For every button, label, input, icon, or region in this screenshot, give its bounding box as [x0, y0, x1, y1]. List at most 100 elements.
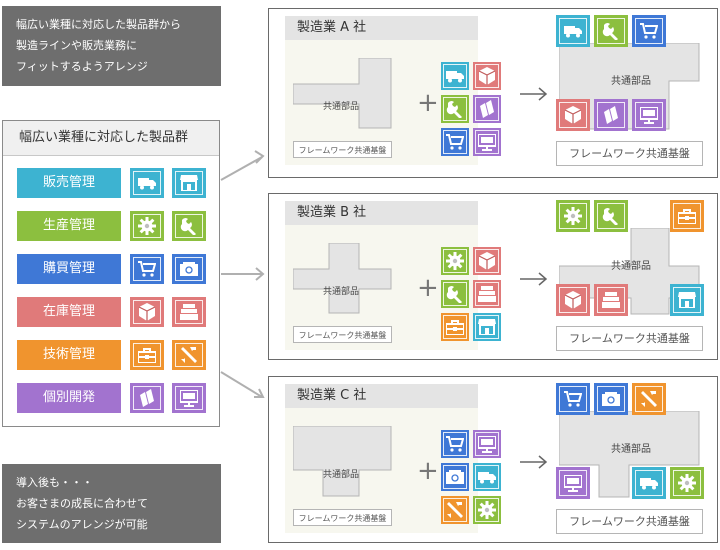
common-parts-label: 共通部品 — [323, 287, 360, 297]
gear-icon — [441, 247, 469, 275]
truck-icon — [441, 62, 469, 90]
common-parts-label: 共通部品 — [323, 102, 360, 112]
truck-icon — [556, 15, 590, 47]
wrench-icon — [172, 211, 206, 241]
register-icon — [594, 383, 628, 415]
note-bottom-line-3: システムのアレンジが可能 — [16, 518, 148, 531]
catalog-item-label: 販売管理 — [17, 168, 121, 198]
common-parts-label-large: 共通部品 — [611, 76, 651, 87]
arrow-right-icon — [520, 455, 548, 469]
tools-icon — [441, 496, 469, 524]
cart-icon — [130, 254, 164, 284]
company-result-panel: 共通部品フレームワーク共通基盤 — [556, 383, 706, 534]
note-bottom-line-2: お客さまの成長に合わせて — [16, 497, 148, 510]
common-parts-shape — [293, 58, 392, 129]
monitor-icon — [632, 99, 666, 131]
cart-icon — [632, 15, 666, 47]
framework-base-small: フレームワーク共通基盤 — [293, 509, 392, 526]
files-icon — [130, 383, 164, 413]
box-icon — [130, 297, 164, 327]
arrow-right-icon — [520, 87, 548, 101]
wrench-icon — [441, 95, 469, 123]
framework-base-small: フレームワーク共通基盤 — [293, 326, 392, 343]
note-bottom: 導入後も・・・ お客さまの成長に合わせて システムのアレンジが可能 — [2, 464, 221, 543]
box-icon — [473, 247, 501, 275]
note-top-line-2: 製造ラインや販売業務に — [16, 39, 137, 52]
framework-base-large: フレームワーク共通基盤 — [556, 141, 703, 166]
company-b-box: 製造業 B 社共通部品フレームワーク共通基盤+共通部品フレームワーク共通基盤 — [268, 193, 718, 360]
wrench-icon — [594, 200, 628, 232]
cart-icon — [441, 430, 469, 458]
shop-icon — [473, 313, 501, 341]
arrow-right-icon — [520, 272, 548, 286]
tools-icon — [632, 383, 666, 415]
files-icon — [594, 99, 628, 131]
framework-base-small: フレームワーク共通基盤 — [293, 141, 392, 158]
catalog-item-label: 在庫管理 — [17, 297, 121, 327]
note-top-line-1: 幅広い業種に対応した製品群から — [16, 18, 181, 31]
wrench-icon — [594, 15, 628, 47]
framework-base-large: フレームワーク共通基盤 — [556, 509, 703, 534]
company-title: 製造業 C 社 — [285, 384, 478, 408]
shop-icon — [670, 284, 704, 316]
gear-icon — [130, 211, 164, 241]
gear-icon — [556, 200, 590, 232]
arrow-to-a — [220, 156, 263, 181]
company-c-box: 製造業 C 社共通部品フレームワーク共通基盤+共通部品フレームワーク共通基盤 — [268, 376, 718, 543]
company-current-panel: 製造業 C 社共通部品フレームワーク共通基盤 + — [285, 384, 501, 533]
monitor-icon — [172, 383, 206, 413]
note-top: 幅広い業種に対応した製品群から 製造ラインや販売業務に フィットするようアレンジ — [2, 6, 221, 86]
common-parts-shape-large — [559, 411, 700, 498]
common-parts-label: 共通部品 — [323, 470, 360, 480]
company-title: 製造業 B 社 — [285, 201, 478, 225]
product-catalog: 幅広い業種に対応した製品群 販売管理生産管理購買管理在庫管理技術管理個別開発 — [2, 120, 220, 427]
files-icon — [473, 95, 501, 123]
catalog-item-label: 個別開発 — [17, 383, 121, 413]
monitor-icon — [473, 128, 501, 156]
register-icon — [172, 254, 206, 284]
arrow-to-c — [220, 371, 263, 398]
toolbox-icon — [670, 200, 704, 232]
gear-icon — [473, 496, 501, 524]
truck-icon — [473, 463, 501, 491]
company-a-box: 製造業 A 社共通部品フレームワーク共通基盤+共通部品フレームワーク共通基盤 — [268, 8, 718, 178]
company-result-panel: 共通部品フレームワーク共通基盤 — [556, 15, 706, 166]
wrench-icon — [441, 280, 469, 308]
note-top-line-3: フィットするようアレンジ — [16, 60, 148, 73]
catalog-item-label: 生産管理 — [17, 211, 121, 241]
company-current-panel: 製造業 A 社共通部品フレームワーク共通基盤 + — [285, 16, 501, 165]
common-parts-label-large: 共通部品 — [611, 444, 651, 455]
gear-icon — [670, 467, 704, 499]
storage-icon — [172, 297, 206, 327]
catalog-item-label: 購買管理 — [17, 254, 121, 284]
plus-sign: + — [417, 88, 439, 118]
common-parts-shape — [293, 243, 392, 314]
box-icon — [556, 284, 590, 316]
note-bottom-line-1: 導入後も・・・ — [16, 476, 93, 489]
cart-icon — [441, 128, 469, 156]
catalog-item-label: 技術管理 — [17, 340, 121, 370]
tools-icon — [172, 340, 206, 370]
plus-sign: + — [417, 273, 439, 303]
truck-icon — [130, 168, 164, 198]
register-icon — [441, 463, 469, 491]
cart-icon — [556, 383, 590, 415]
company-result-panel: 共通部品フレームワーク共通基盤 — [556, 200, 706, 351]
framework-base-large: フレームワーク共通基盤 — [556, 326, 703, 351]
monitor-icon — [473, 430, 501, 458]
common-parts-label-large: 共通部品 — [611, 261, 651, 272]
plus-sign: + — [417, 456, 439, 486]
toolbox-icon — [130, 340, 164, 370]
common-parts-shape — [293, 426, 392, 497]
box-icon — [556, 99, 590, 131]
catalog-title: 幅広い業種に対応した製品群 — [3, 121, 219, 156]
storage-icon — [473, 280, 501, 308]
truck-icon — [632, 467, 666, 499]
monitor-icon — [556, 467, 590, 499]
box-icon — [473, 62, 501, 90]
company-current-panel: 製造業 B 社共通部品フレームワーク共通基盤 + — [285, 201, 501, 350]
shop-icon — [172, 168, 206, 198]
company-title: 製造業 A 社 — [285, 16, 478, 40]
toolbox-icon — [441, 313, 469, 341]
